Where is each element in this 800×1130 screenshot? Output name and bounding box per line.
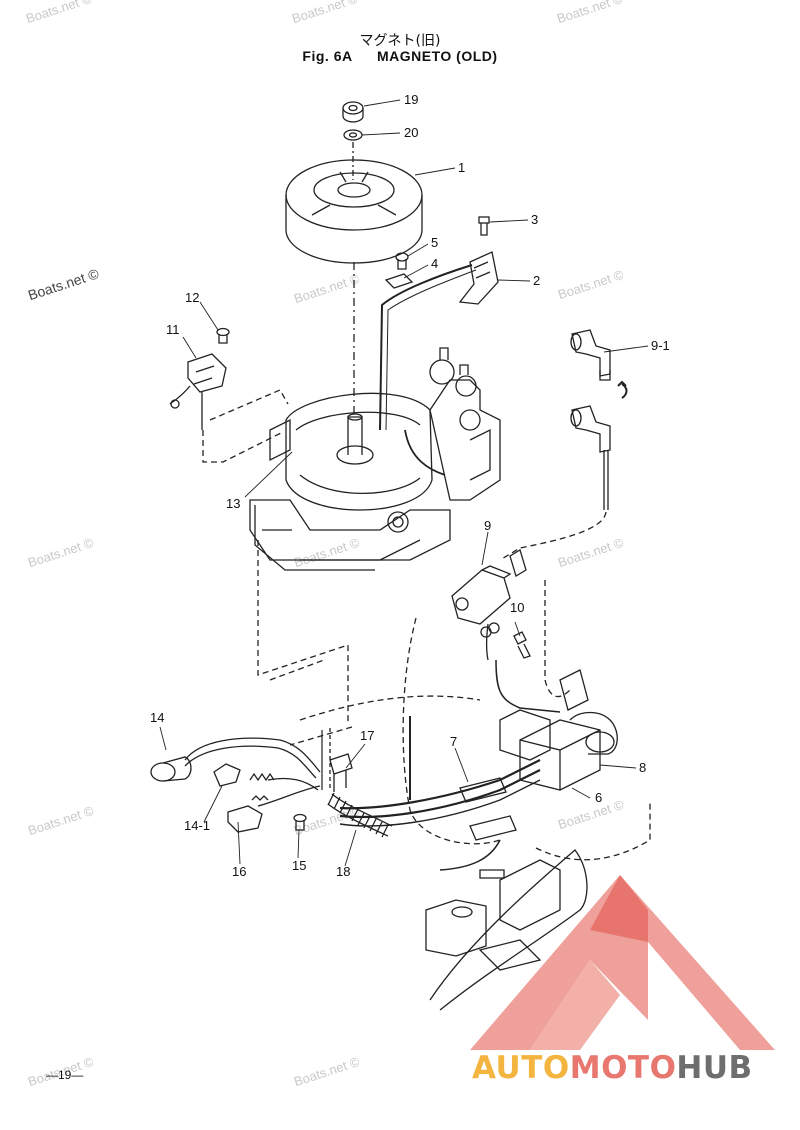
page-number: —19— [46, 1068, 84, 1082]
screw-part [513, 631, 531, 659]
spark-plug-cap-part [570, 329, 611, 381]
protector-tube-part [327, 792, 393, 838]
bolt-part [478, 216, 490, 236]
callout-label: 9-1 [651, 338, 670, 353]
callout-label: 17 [360, 728, 374, 743]
flywheel-part [285, 159, 423, 264]
lower-cowling [425, 849, 588, 1011]
callout-label: 18 [336, 864, 350, 879]
ignition-coil-part [451, 549, 527, 661]
callout-label: 7 [450, 734, 457, 749]
pulser-coil-part [458, 251, 499, 305]
callout-label: 8 [639, 760, 646, 775]
logo-text-auto: AUTO [472, 1050, 570, 1086]
callout-label: 11 [166, 322, 180, 337]
stop-plate-part [213, 763, 319, 791]
callout-label: 13 [226, 496, 240, 511]
callout-label: 2 [533, 273, 540, 288]
screw-part [293, 813, 307, 831]
rectifier-part [499, 709, 618, 761]
callout-label: 20 [404, 125, 418, 140]
automotohub-logo-mark [470, 875, 775, 1050]
stop-switch-part [150, 737, 321, 782]
callout-label: 5 [431, 235, 438, 250]
callout-label: 12 [185, 290, 199, 305]
engine-block [249, 347, 501, 571]
clamp-part [384, 273, 414, 289]
figure-label: Fig. 6A [302, 48, 353, 64]
washer-part [343, 129, 363, 141]
callout-label: 14-1 [184, 818, 210, 833]
callout-label: 14 [150, 710, 164, 725]
callout-label: 3 [531, 212, 538, 227]
automotohub-logo-text: AUTOMOTOHUB [472, 1050, 753, 1086]
title-japanese: マグネト(旧) [359, 33, 441, 49]
callout-label: 1 [458, 160, 465, 175]
callout-labels: 19 20 1 3 5 4 2 12 11 9-1 13 9 10 14 17 … [150, 92, 670, 879]
figure-name: MAGNETO (OLD) [376, 48, 498, 64]
callout-label: 4 [431, 256, 438, 271]
figure-title: Fig. 6A MAGNETO (OLD) [0, 48, 800, 64]
screw-part [216, 327, 230, 344]
logo-text-hub: HUB [676, 1050, 753, 1086]
logo-text-moto: MOTO [569, 1050, 677, 1086]
spark-plug-cap-part [570, 405, 611, 510]
callout-label: 15 [292, 858, 306, 873]
charge-coil-part [169, 353, 227, 430]
callout-label: 16 [232, 864, 246, 879]
nut-part [342, 101, 364, 123]
lanyard-clip-part [227, 785, 321, 833]
cdi-unit-part [519, 719, 601, 791]
bracket-part [329, 753, 353, 792]
callout-label: 6 [595, 790, 602, 805]
callout-label: 9 [484, 518, 491, 533]
callout-label: 10 [510, 600, 524, 615]
callout-label: 19 [404, 92, 418, 107]
screw-part [395, 252, 409, 270]
wire-harness-part [339, 759, 541, 879]
